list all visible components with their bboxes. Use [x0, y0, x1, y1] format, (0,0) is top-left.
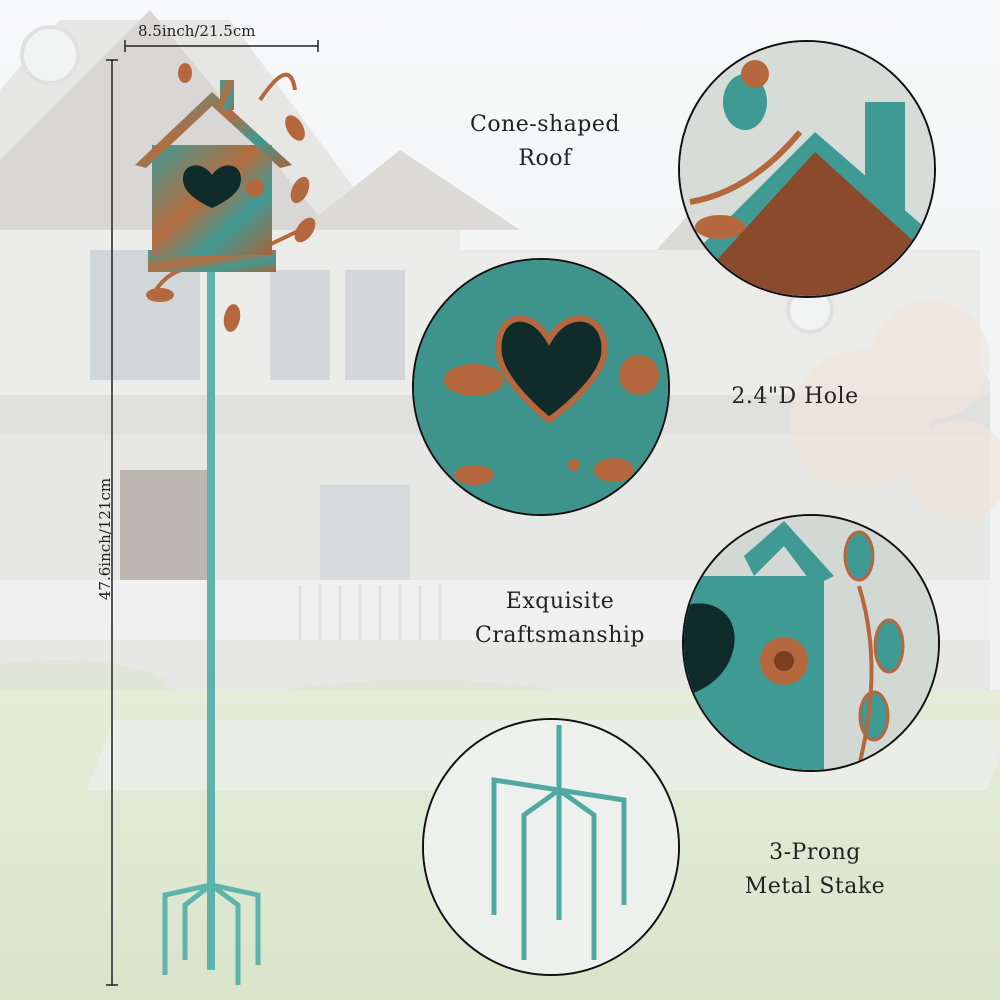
label-roof-line1: Cone-shaped [470, 112, 620, 137]
label-stake-line1: 3-Prong [769, 840, 861, 865]
label-roof: Cone-shaped Roof [430, 108, 660, 176]
label-stake: 3-Prong Metal Stake [705, 836, 925, 904]
label-stake-line2: Metal Stake [744, 874, 886, 899]
label-roof-line2: Roof [518, 146, 572, 171]
label-craft-line2: Craftsmanship [475, 623, 645, 648]
detail-circle-roof [678, 40, 936, 298]
detail-circle-stake [422, 718, 680, 976]
width-dimension-label: 8.5inch/21.5cm [138, 22, 256, 40]
label-hole: 2.4"D Hole [731, 384, 859, 409]
label-craft-line1: Exquisite [505, 589, 615, 614]
label-craft: Exquisite Craftsmanship [440, 585, 680, 653]
height-dimension-label: 47.6inch/121cm [96, 477, 114, 601]
detail-circle-craftsmanship [682, 514, 940, 772]
detail-circle-heart-hole [412, 258, 670, 516]
